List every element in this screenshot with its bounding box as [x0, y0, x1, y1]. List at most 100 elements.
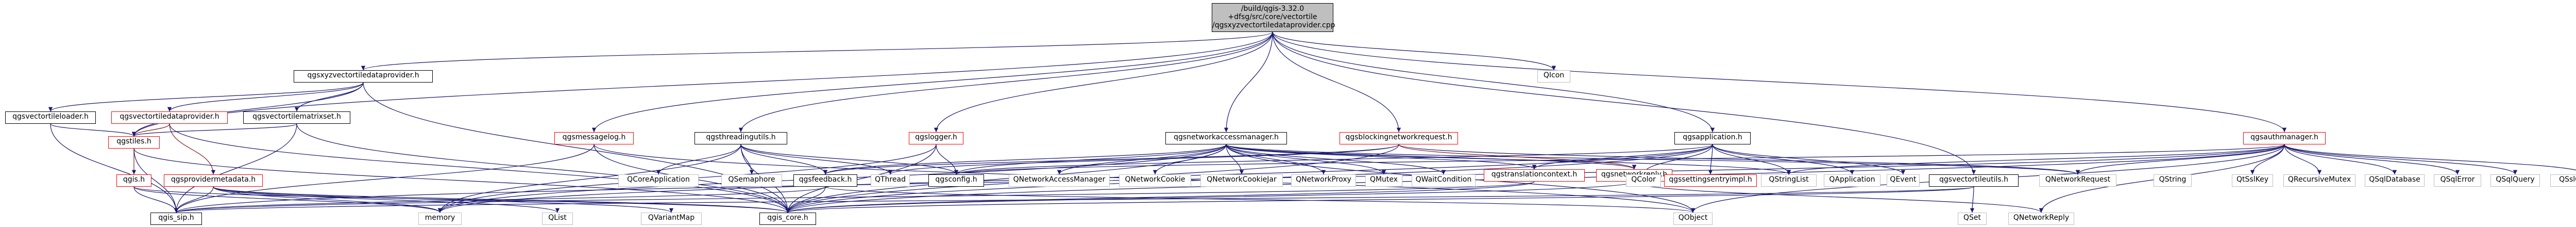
node-qrecursivemutex[interactable]: QRecursiveMutex	[2283, 174, 2355, 187]
node-qsqldatabase[interactable]: QSqlDatabase	[2365, 174, 2425, 187]
node-qnetworkreply[interactable]: QNetworkReply	[2008, 213, 2074, 225]
node-qgis-core[interactable]: qgis_core.h	[759, 213, 816, 225]
node-qcoreapplication[interactable]: QCoreApplication	[618, 174, 699, 187]
node-qnetworkcookie[interactable]: QNetworkCookie	[1119, 174, 1191, 187]
node-label: QtSslKey	[2236, 175, 2268, 184]
edge-threadingutils-to-qgsfeedback	[740, 144, 828, 175]
node-label: qgsblockingnetworkrequest.h	[1345, 133, 1452, 141]
edge-providermetadata-to-qvariantmap	[213, 186, 673, 213]
edge-threadingutils-to-memory	[437, 144, 741, 213]
node-qnetworkrequest[interactable]: QNetworkRequest	[2039, 174, 2116, 187]
edge-netaccessmanager-to-qnetworkproxy	[1226, 144, 1326, 175]
root-label-line-1: /build/qgis-3.32.0	[1241, 5, 1304, 13]
node-qwaitcondition[interactable]: QWaitCondition	[1412, 174, 1476, 187]
node-qicon[interactable]: QIcon	[1537, 70, 1570, 83]
edge-blockingnetreq-to-networkreply	[1398, 144, 1637, 170]
edge-qgsapplication-to-translationcontext	[1532, 144, 1713, 170]
edge-vectortileutils-to-qgis_sip	[175, 186, 1974, 213]
edge-qgsapplication-to-settingsentryimpl	[1708, 144, 1713, 175]
node-label: QVariantMap	[648, 214, 695, 222]
edge-xyz_h-to-tiledataprovider	[167, 82, 364, 112]
node-qgis[interactable]: qgis.h	[116, 174, 151, 187]
node-qtsslkey[interactable]: QtSslKey	[2232, 174, 2273, 187]
node-qsslcertificate[interactable]: QSslCertificate	[2550, 174, 2576, 187]
node-qevent[interactable]: QEvent	[1887, 174, 1920, 187]
node-qgslogger[interactable]: qgslogger.h	[909, 132, 963, 144]
node-qgis-sip[interactable]: qgis_sip.h	[150, 213, 202, 225]
node-vectortileloader[interactable]: qgsvectortileloader.h	[5, 111, 96, 124]
node-translationcontext[interactable]: qgstranslationcontext.h	[1484, 169, 1585, 182]
node-xyz-provider-header[interactable]: qgsxyzvectortiledataprovider.h	[294, 70, 433, 83]
edge-vectortileutils-to-qset	[1970, 186, 1975, 213]
edge-netaccessmanager-to-qgsconfig	[954, 144, 1227, 175]
node-label: QNetworkCookie	[1125, 175, 1185, 184]
node-messagelog[interactable]: qgsmessagelog.h	[554, 132, 634, 144]
node-qlist[interactable]: QList	[542, 213, 573, 225]
node-qcolor[interactable]: QColor	[1626, 174, 1661, 187]
edge-translationcontext-to-qgis_core	[786, 181, 1535, 213]
edge-threadingutils-to-qgsconfig	[740, 144, 959, 175]
node-vectortilematrixset[interactable]: qgsvectortilematrixset.h	[243, 111, 350, 124]
edge-tilematrixset-to-qgstiles	[132, 123, 297, 137]
node-qmutex[interactable]: QMutex	[1365, 174, 1402, 187]
node-vectortiledataprovider[interactable]: qgsvectortiledataprovider.h	[111, 111, 228, 124]
node-authmanager[interactable]: qgsauthmanager.h	[2243, 132, 2326, 144]
node-qsqlquery[interactable]: QSqlQuery	[2490, 174, 2540, 187]
node-qobject[interactable]: QObject	[1673, 213, 1713, 225]
node-qstringlist[interactable]: QStringList	[1761, 174, 1817, 187]
node-qset[interactable]: QSet	[1958, 213, 1987, 225]
node-label: QNetworkReply	[2013, 214, 2070, 222]
node-qgsapplication[interactable]: qgsapplication.h	[1674, 132, 1751, 144]
node-threadingutils[interactable]: qgsthreadingutils.h	[694, 132, 787, 144]
edge-netaccessmanager-to-qnetworkrequest	[1226, 144, 2080, 175]
node-qgsconfig[interactable]: qgsconfig.h	[928, 174, 984, 187]
node-label: QSslCertificate	[2559, 175, 2576, 184]
edge-blockingnetreq-to-qnetworkrequest	[1398, 144, 2080, 175]
edge-xyz_h-to-tileloader	[48, 82, 364, 112]
edge-networkreply-to-qgis_core	[786, 181, 1635, 213]
node-label: QSemaphore	[728, 175, 775, 184]
node-qgsfeedback[interactable]: qgsfeedback.h	[793, 174, 857, 187]
node-label: qgsprovidermetadata.h	[171, 175, 256, 184]
node-qsemaphore[interactable]: QSemaphore	[721, 174, 782, 187]
node-label: QSqlDatabase	[2369, 175, 2420, 184]
node-networkaccessmanager[interactable]: qgsnetworkaccessmanager.h	[1165, 132, 1287, 144]
node-label: QIcon	[1543, 71, 1565, 79]
node-blockingnetworkrequest[interactable]: qgsblockingnetworkrequest.h	[1340, 132, 1458, 144]
root-node[interactable]: /build/qgis-3.32.0 +dfsg/src/core/vector…	[1212, 3, 1335, 32]
edge-qgis-to-qgis_core	[133, 186, 790, 213]
node-label: QNetworkAccessManager	[1013, 175, 1106, 184]
edge-blockingnetreq-to-qthread	[888, 144, 1399, 175]
node-vectortileutils[interactable]: qgsvectortileutils.h	[1929, 174, 2019, 187]
node-label: qgsvectortilematrixset.h	[252, 112, 341, 121]
node-qnetworkcookiejar[interactable]: QNetworkCookieJar	[1200, 174, 1283, 187]
node-qapplication[interactable]: QApplication	[1824, 174, 1880, 187]
node-qsqlerror[interactable]: QSqlError	[2434, 174, 2481, 187]
node-qvariantmap[interactable]: QVariantMap	[641, 213, 702, 225]
edge-tileloader-to-qgis_sip	[50, 123, 179, 213]
edge-authmanager-to-qstringlist	[1787, 144, 2285, 175]
node-label: QSqlError	[2440, 175, 2475, 184]
edge-root-to-messagelog	[591, 31, 1273, 133]
edge-qgsapplication-to-qgsconfig	[954, 144, 1713, 175]
edge-qgstiles-to-qgis_sip	[133, 148, 179, 213]
node-qstring[interactable]: QString	[2154, 174, 2192, 187]
edge-tiledataprovider-to-qgis_core	[169, 123, 790, 213]
node-memory[interactable]: memory	[418, 213, 462, 225]
node-qnetworkproxy[interactable]: QNetworkProxy	[1291, 174, 1356, 187]
edge-netaccessmanager-to-qnetworkcookiejar	[1226, 144, 1244, 175]
node-label: qgstiles.h	[116, 137, 151, 145]
node-label: QEvent	[1890, 175, 1917, 184]
node-qnetworkaccessmanager[interactable]: QNetworkAccessManager	[1009, 174, 1110, 187]
node-label: QMutex	[1369, 175, 1398, 184]
node-qgstiles[interactable]: qgstiles.h	[108, 136, 160, 149]
edge-authmanager-to-qsslcertificate	[2284, 144, 2576, 171]
edge-root-to-authmanager	[1272, 31, 2287, 133]
edge-netaccessmanager-to-qstringlist	[1226, 144, 1791, 175]
node-qthread[interactable]: QThread	[871, 174, 910, 187]
edge-qgsfeedback-to-qgis_sip	[174, 186, 826, 213]
node-label: QStringList	[1769, 175, 1809, 184]
node-providermetadata[interactable]: qgsprovidermetadata.h	[164, 174, 263, 187]
node-settingsentryimpl[interactable]: qgssettingsentryimpl.h	[1664, 174, 1757, 187]
